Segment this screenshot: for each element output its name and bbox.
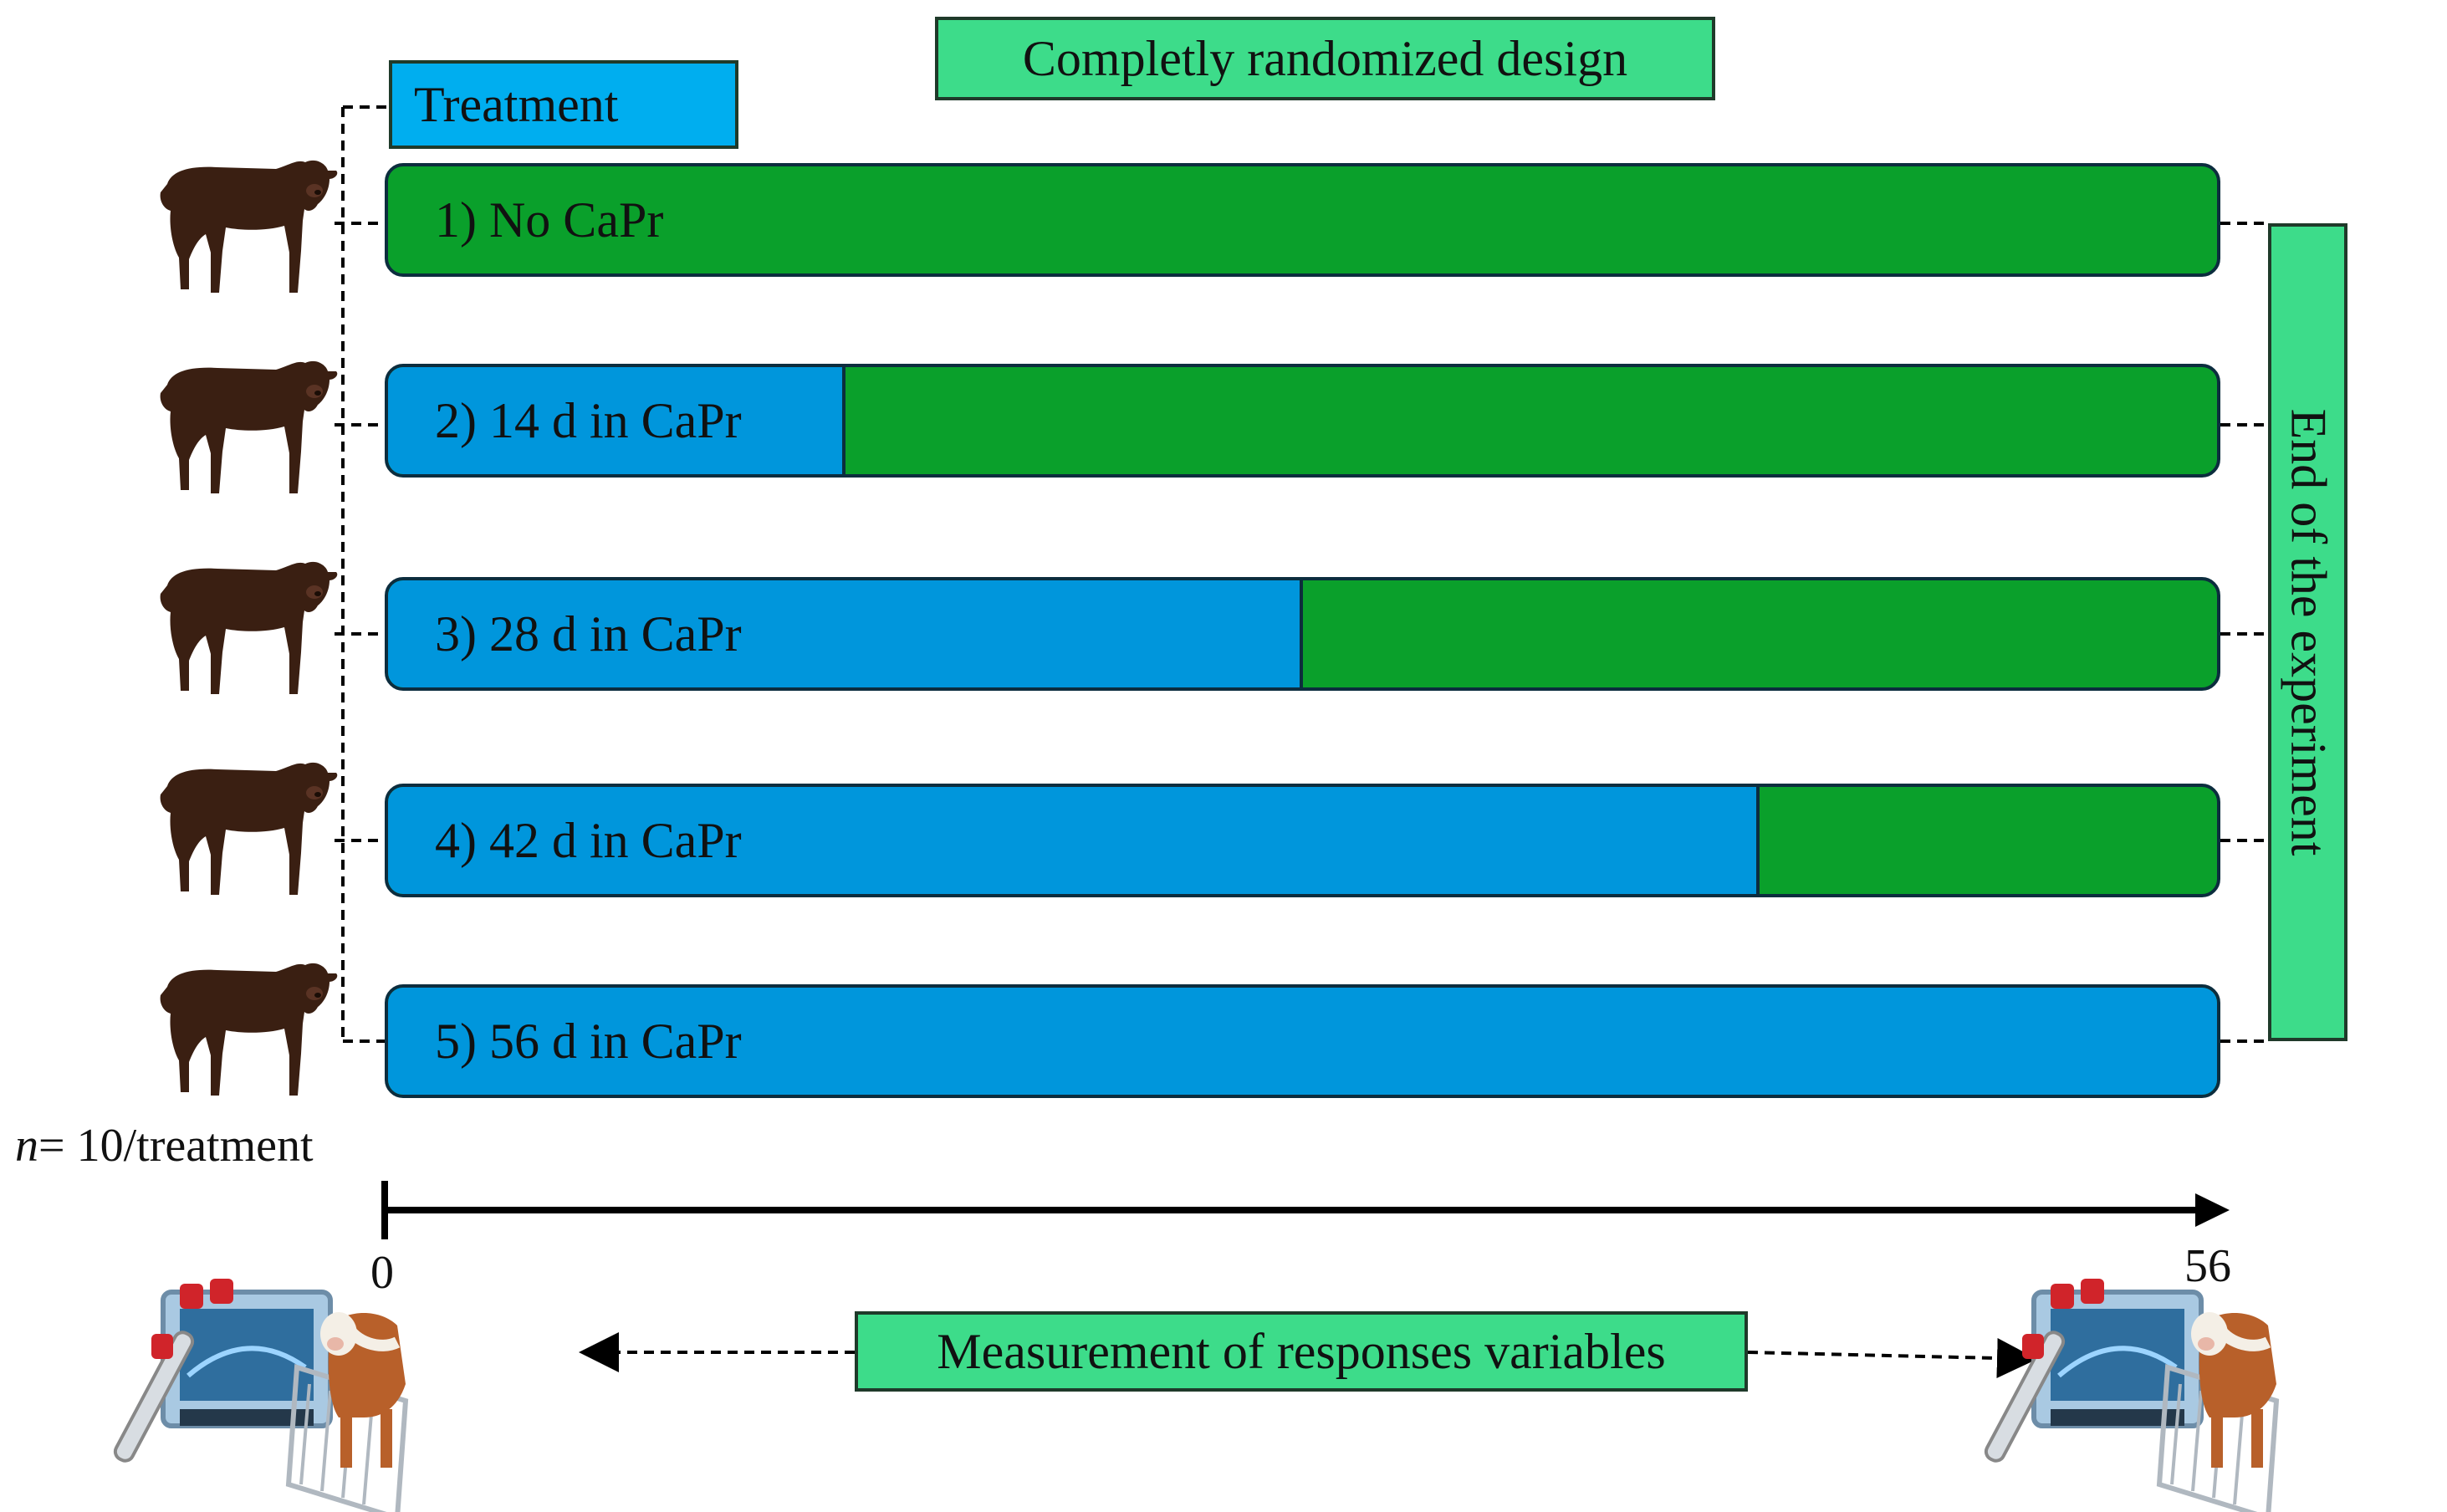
treatment-label: 4) 42 d in CaPr xyxy=(435,812,742,868)
capr-segment xyxy=(388,367,845,474)
treatment-label: 3) 28 d in CaPr xyxy=(435,605,742,662)
cow-icon xyxy=(160,963,338,1096)
sample-size-text: = 10/treatment xyxy=(38,1120,314,1172)
treatment-bar-4: 4) 42 d in CaPr xyxy=(385,784,2220,897)
timeline-end-label: 56 xyxy=(2184,1240,2231,1292)
treatment-label: 2) 14 d in CaPr xyxy=(435,392,742,448)
diagram-title: Completly randomized design xyxy=(935,17,1715,100)
cow-icon xyxy=(160,561,338,694)
diagram-title-text: Completly randomized design xyxy=(1022,30,1628,86)
sample-size-variable: n xyxy=(15,1120,38,1172)
measurement-label-text: Measurement of responses variables xyxy=(937,1323,1666,1379)
capr-segment xyxy=(388,580,1303,687)
measurement-equipment-icon xyxy=(112,1279,406,1512)
treatment-bar-2: 2) 14 d in CaPr xyxy=(385,364,2220,478)
treatment-label: 1) No CaPr xyxy=(435,192,664,248)
treatment-bar-1: 1) No CaPr xyxy=(385,163,2220,277)
timeline-start-label: 0 xyxy=(370,1247,394,1299)
capr-segment xyxy=(388,787,1760,894)
sample-size-label: n= 10/treatment xyxy=(15,1119,314,1172)
measurement-arrows xyxy=(579,1332,2037,1379)
cow-icon xyxy=(160,160,338,293)
treatment-header-text: Treatment xyxy=(414,76,619,132)
treatment-label: 5) 56 d in CaPr xyxy=(435,1013,742,1069)
end-connectors xyxy=(2220,222,2268,1043)
measurement-equipment-icon xyxy=(1983,1279,2276,1512)
capr-segment xyxy=(388,988,2217,1095)
timeline-axis xyxy=(381,1181,2230,1239)
treatment-bar-5: 5) 56 d in CaPr xyxy=(385,984,2220,1098)
measurement-label: Measurement of responses variables xyxy=(855,1311,1748,1392)
cow-icon xyxy=(160,762,338,895)
cow-icon xyxy=(160,360,338,493)
treatment-header: Treatment xyxy=(389,60,738,149)
treatment-bar-3: 3) 28 d in CaPr xyxy=(385,577,2220,691)
end-of-experiment-box: End of the experiment xyxy=(2268,223,2347,1041)
end-of-experiment-text: End of the experiment xyxy=(2281,408,2336,856)
treatment-tree-connector xyxy=(335,105,386,1043)
